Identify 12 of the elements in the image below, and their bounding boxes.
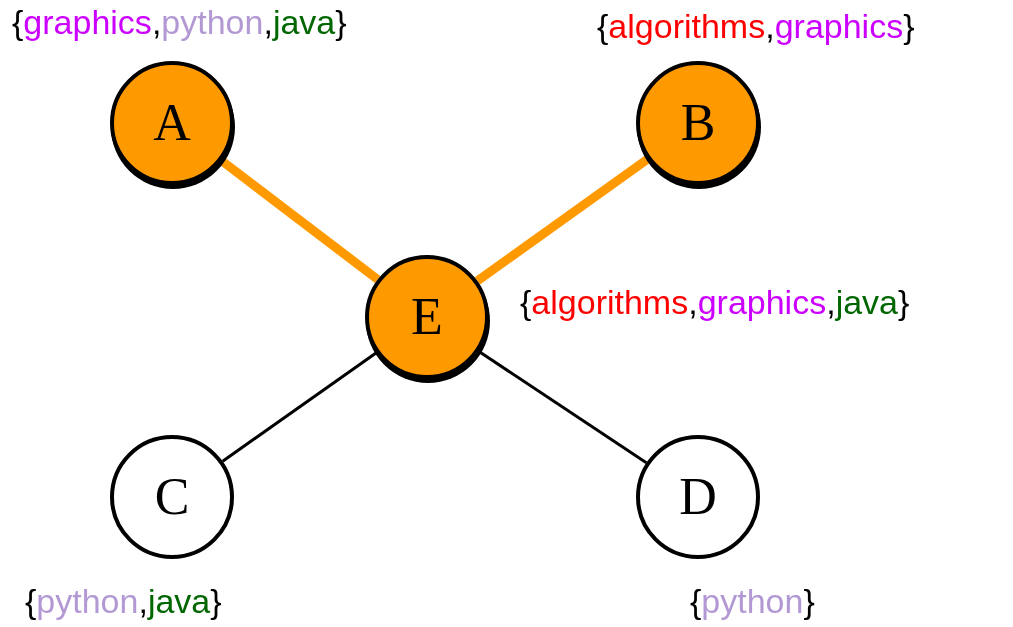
attribute-set-label: {python,java} [25,583,222,621]
attribute-set-label: {algorithms,graphics,java} [520,284,910,322]
vertex-label: E [411,291,443,343]
attribute-set-label: {python} [690,583,815,621]
vertex-label: A [153,97,191,149]
vertex-label: D [679,471,717,523]
vertex-label: C [154,471,190,523]
edge-line [221,351,378,463]
edge-line [474,155,651,285]
attribute-set-label: {algorithms,graphics} [597,8,915,46]
attribute-set-label: {graphics,python,java} [12,4,347,42]
vertex-label: B [680,97,716,149]
